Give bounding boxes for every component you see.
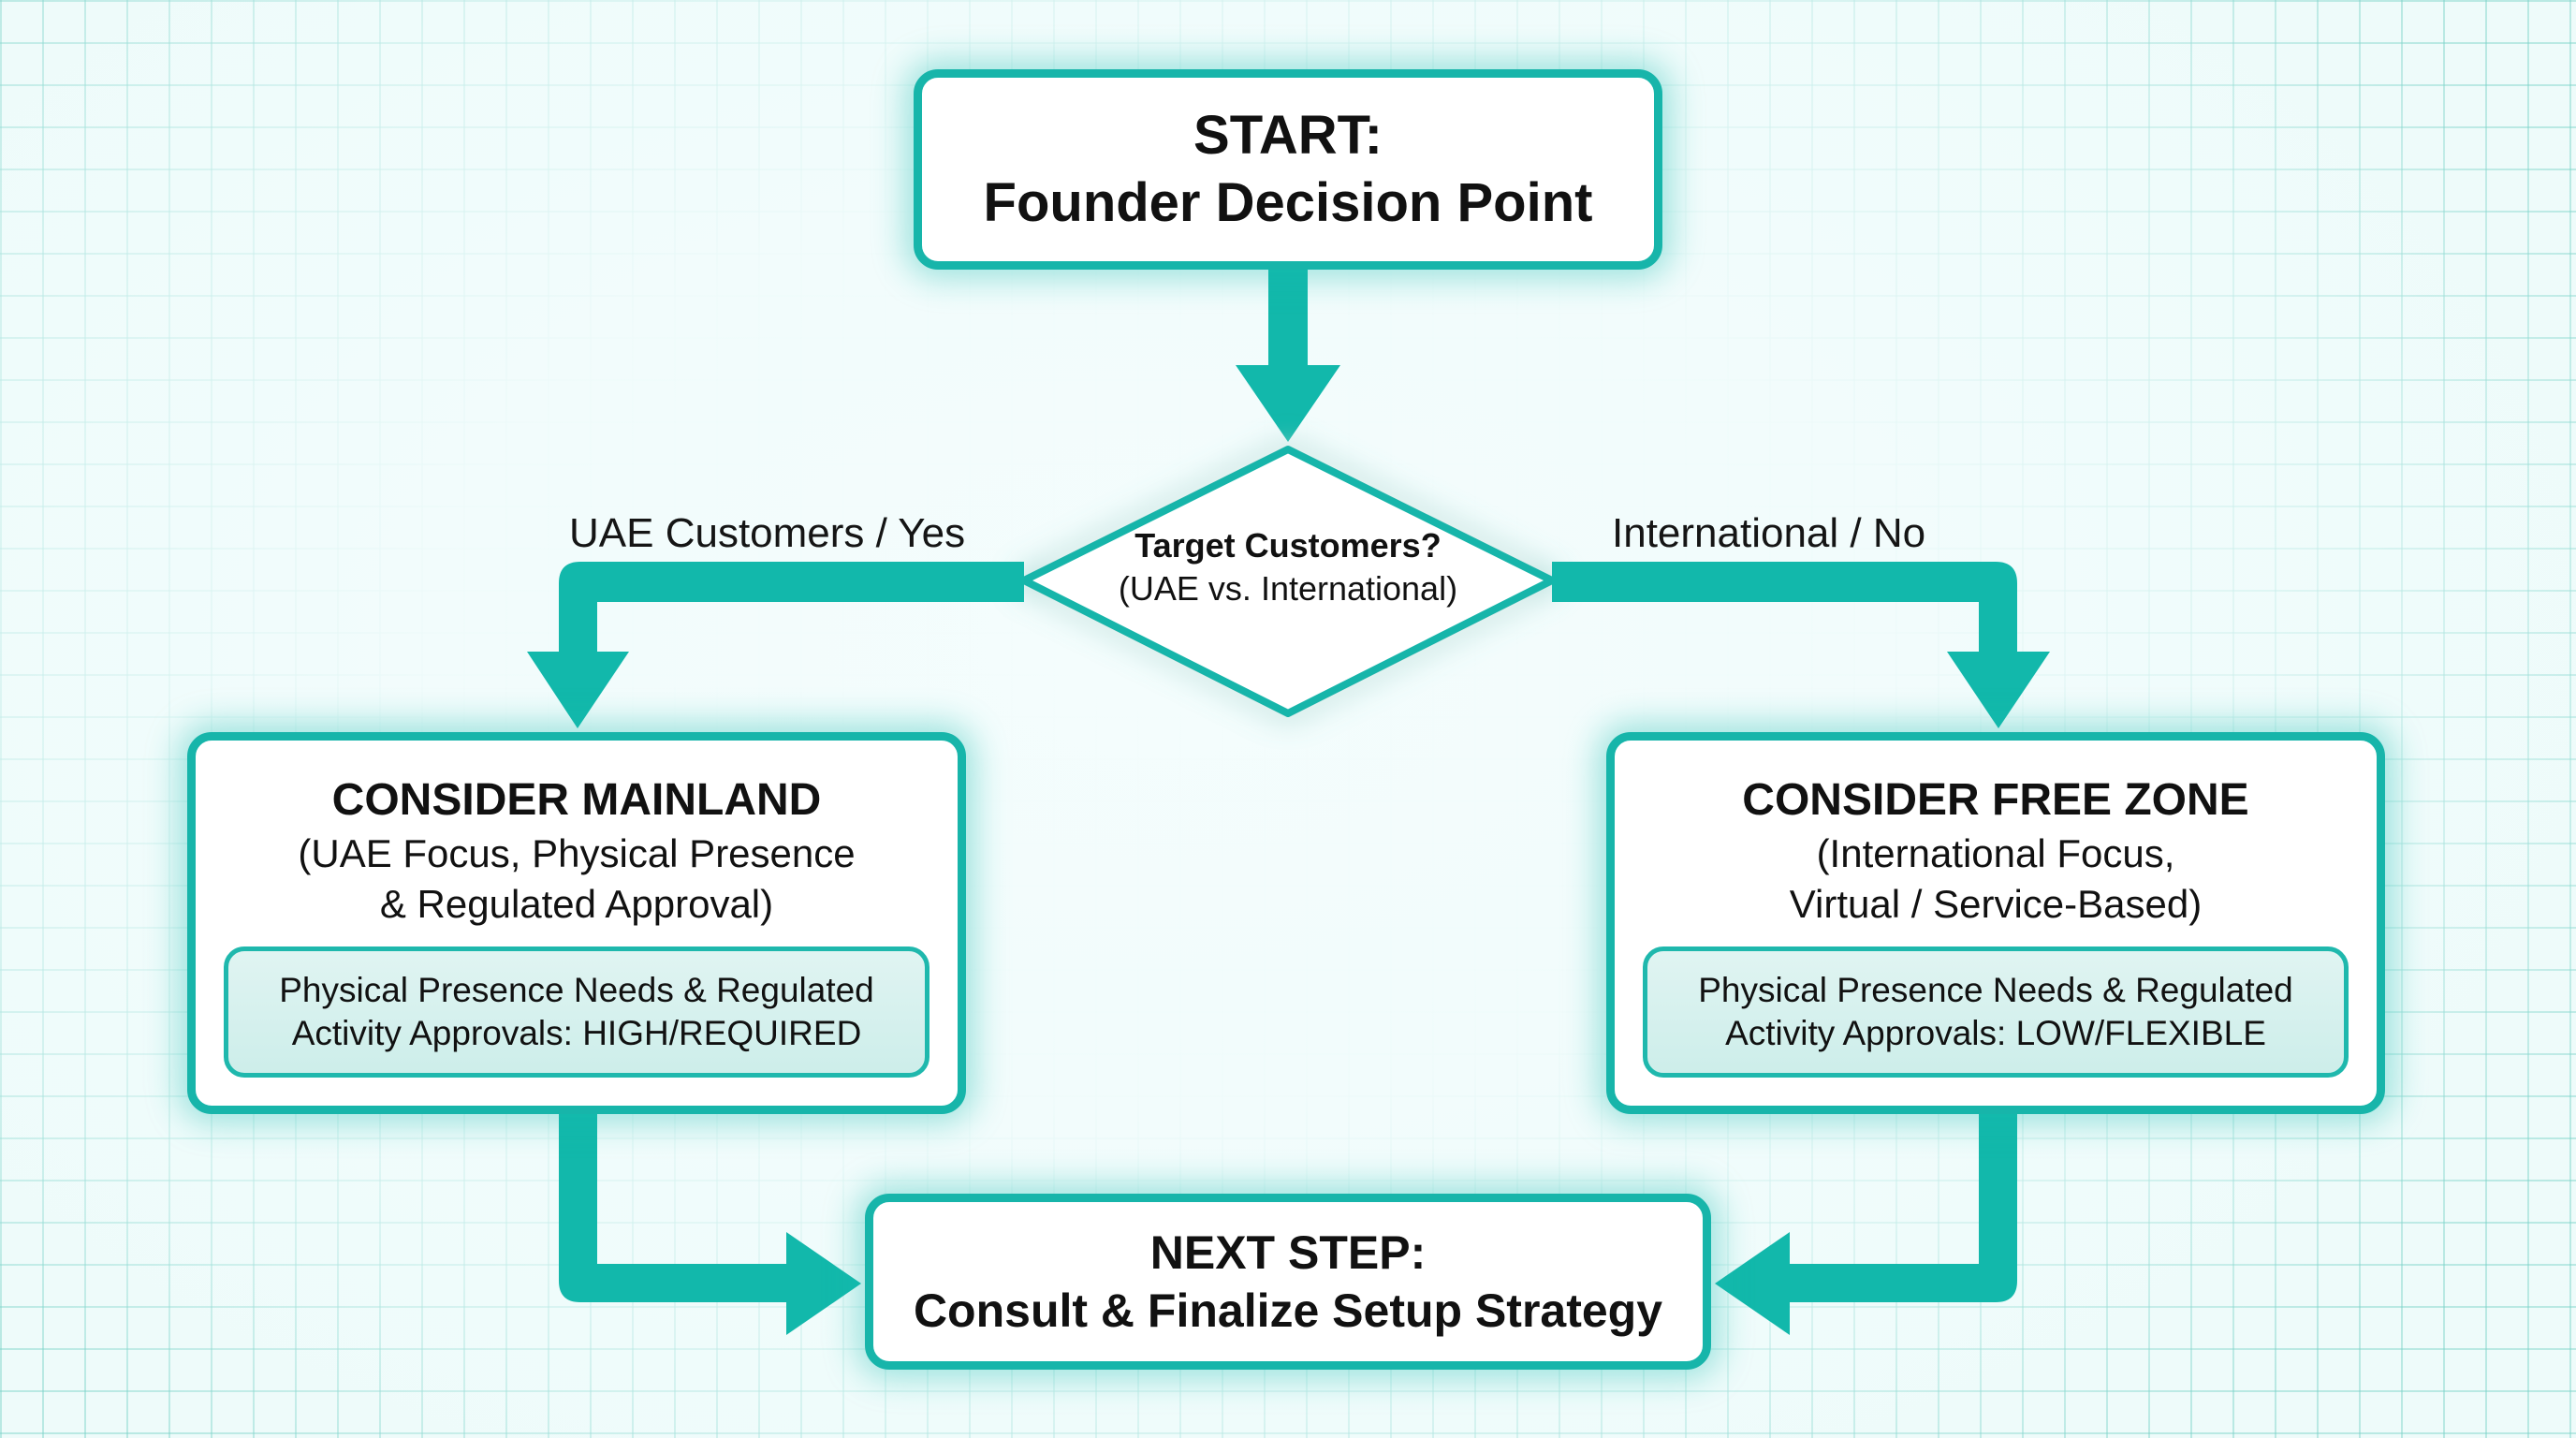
arrow-decision-to-freezone bbox=[1552, 562, 2050, 728]
mainland-subtitle-line2: & Regulated Approval) bbox=[379, 882, 774, 926]
next-step-title: Consult & Finalize Setup Strategy bbox=[913, 1284, 1663, 1337]
next-step-node: NEXT STEP: Consult & Finalize Setup Stra… bbox=[865, 1194, 1711, 1370]
freezone-detail-line2: Activity Approvals: LOW/FLEXIBLE bbox=[1725, 1014, 2266, 1052]
freezone-detail-line1: Physical Presence Needs & Regulated bbox=[1698, 971, 2293, 1009]
mainland-node: CONSIDER MAINLAND (UAE Focus, Physical P… bbox=[187, 732, 966, 1114]
mainland-detail-line1: Physical Presence Needs & Regulated bbox=[279, 971, 874, 1009]
decision-diamond bbox=[1020, 446, 1556, 717]
arrow-start-to-decision bbox=[1236, 268, 1340, 442]
decision-question: Target Customers? bbox=[1134, 526, 1442, 565]
freezone-node: CONSIDER FREE ZONE (International Focus,… bbox=[1606, 732, 2385, 1114]
decision-node: Target Customers? (UAE vs. International… bbox=[1020, 524, 1556, 610]
freezone-subtitle-line1: (International Focus, bbox=[1816, 831, 2175, 875]
arrow-freezone-to-next bbox=[1715, 1112, 2017, 1335]
start-title: Founder Decision Point bbox=[983, 172, 1593, 233]
mainland-title: CONSIDER MAINLAND bbox=[331, 775, 822, 825]
mainland-detail-line2: Activity Approvals: HIGH/REQUIRED bbox=[291, 1014, 862, 1052]
start-node: START: Founder Decision Point bbox=[914, 69, 1662, 270]
arrow-decision-to-mainland bbox=[527, 562, 1024, 728]
next-step-label: NEXT STEP: bbox=[1149, 1226, 1427, 1279]
freezone-title: CONSIDER FREE ZONE bbox=[1742, 775, 2249, 825]
freezone-detail-box: Physical Presence Needs & Regulated Acti… bbox=[1643, 946, 2349, 1078]
start-label: START: bbox=[1193, 105, 1383, 166]
arrow-mainland-to-next bbox=[559, 1112, 861, 1335]
branch-label-yes: UAE Customers / Yes bbox=[569, 510, 966, 556]
freezone-subtitle-line2: Virtual / Service-Based) bbox=[1789, 882, 2203, 926]
mainland-subtitle-line1: (UAE Focus, Physical Presence bbox=[298, 831, 856, 875]
branch-label-no: International / No bbox=[1612, 510, 1926, 556]
mainland-detail-box: Physical Presence Needs & Regulated Acti… bbox=[224, 946, 929, 1078]
decision-subtitle: (UAE vs. International) bbox=[1118, 569, 1458, 608]
